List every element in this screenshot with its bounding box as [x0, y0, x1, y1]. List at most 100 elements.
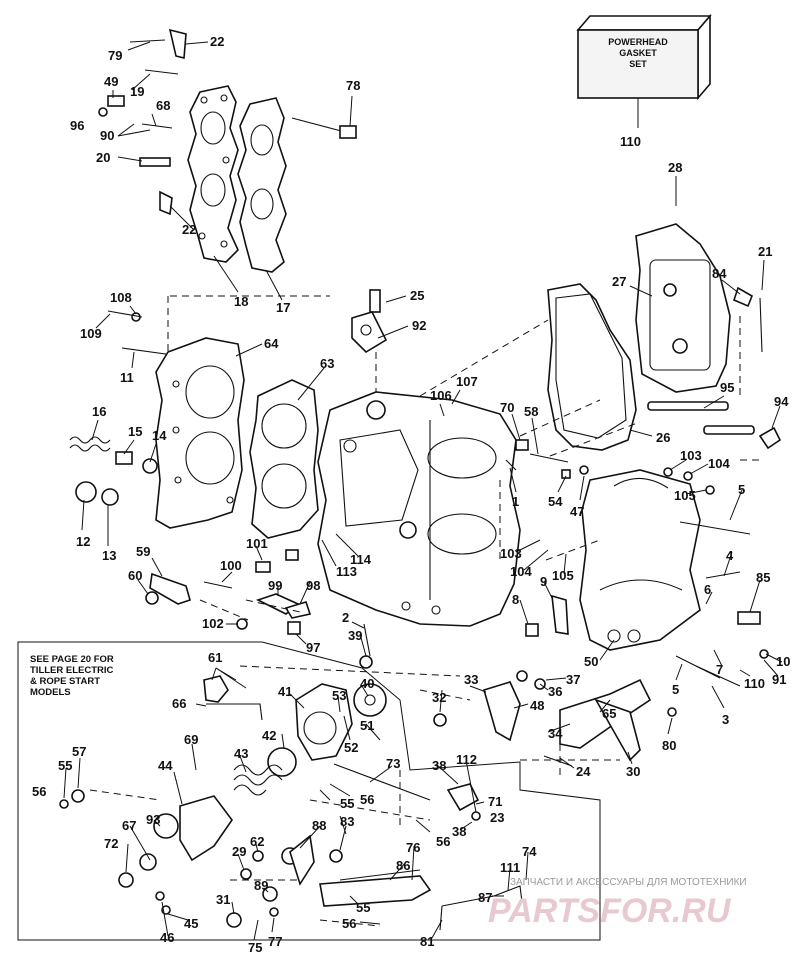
callout-65: 65 — [602, 706, 616, 721]
callout-32: 32 — [432, 690, 446, 705]
callout-39: 39 — [348, 628, 362, 643]
callout-6: 6 — [704, 582, 711, 597]
callout-57: 57 — [72, 744, 86, 759]
callout-18: 18 — [234, 294, 248, 309]
callout-11: 11 — [120, 370, 134, 385]
callout-93: 93 — [146, 812, 160, 827]
callout-55: 55 — [340, 796, 354, 811]
callout-91: 91 — [772, 672, 786, 687]
head-gasket — [249, 379, 319, 539]
callout-94: 94 — [774, 394, 789, 409]
callout-22: 22 — [182, 222, 196, 237]
callout-52: 52 — [344, 740, 358, 755]
callout-12: 12 — [76, 534, 90, 549]
callout-19: 19 — [130, 84, 144, 99]
callout-13: 13 — [102, 548, 116, 563]
callout-62: 62 — [250, 834, 264, 849]
callout-77: 77 — [268, 934, 282, 949]
callout-50: 50 — [584, 654, 598, 669]
callout-86: 86 — [396, 858, 410, 873]
callout-22: 22 — [210, 34, 224, 49]
callout-56: 56 — [32, 784, 46, 799]
callout-110: 110 — [744, 676, 765, 691]
callout-90: 90 — [100, 128, 114, 143]
callout-26: 26 — [656, 430, 670, 445]
watermark-caption: ЗАПЧАСТИ И АКСЕССУАРЫ ДЛЯ МОТОТЕХНИКИ — [510, 877, 747, 888]
callout-75: 75 — [248, 940, 262, 955]
watermark-brand: PARTSFOR.RU — [488, 892, 732, 930]
callout-97: 97 — [306, 640, 320, 655]
callout-59: 59 — [136, 544, 150, 559]
callout-80: 80 — [662, 738, 676, 753]
callout-43: 43 — [234, 746, 248, 761]
dashed-leaders — [89, 295, 760, 927]
callout-30: 30 — [626, 764, 640, 779]
callout-95: 95 — [720, 380, 734, 395]
callout-83: 83 — [340, 814, 354, 829]
callout-31: 31 — [216, 892, 230, 907]
callout-16: 16 — [92, 404, 106, 419]
callout-kit: 110 — [620, 134, 641, 149]
callout-9: 9 — [540, 574, 547, 589]
callout-40: 40 — [360, 676, 374, 691]
callout-25: 25 — [410, 288, 424, 303]
callout-17: 17 — [276, 300, 290, 315]
note-line-3: & ROPE START — [30, 676, 100, 687]
callout-34: 34 — [548, 726, 563, 741]
callout-41: 41 — [278, 684, 292, 699]
callout-107: 107 — [456, 374, 478, 389]
callout-113: 113 — [336, 564, 357, 579]
timer-base-assembly — [59, 675, 387, 888]
callout-88: 88 — [312, 818, 326, 833]
callout-73: 73 — [386, 756, 400, 771]
callout-64: 64 — [264, 336, 279, 351]
callout-100: 100 — [220, 558, 242, 573]
callout-1: 1 — [512, 494, 519, 509]
callout-56: 56 — [342, 916, 356, 931]
crankcase-cover-gasket — [547, 283, 637, 451]
callout-112: 112 — [456, 752, 477, 767]
callout-56: 56 — [360, 792, 374, 807]
callout-51: 51 — [360, 718, 374, 733]
callout-66: 66 — [172, 696, 186, 711]
callout-74: 74 — [522, 844, 537, 859]
callout-45: 45 — [184, 916, 198, 931]
kit-line-1: POWERHEAD — [608, 37, 668, 47]
crankcase-lower — [579, 469, 751, 651]
callout-55: 55 — [356, 900, 370, 915]
callout-89: 89 — [254, 878, 268, 893]
callout-109: 109 — [80, 326, 102, 341]
note-line-4: MODELS — [30, 687, 71, 698]
callout-7: 7 — [716, 662, 723, 677]
callout-37: 37 — [566, 672, 580, 687]
callout-10: 10 — [776, 654, 790, 669]
watermark: ЗАПЧАСТИ И АКСЕССУАРЫ ДЛЯ МОТОТЕХНИКИ PA… — [488, 877, 747, 930]
callout-27: 27 — [612, 274, 626, 289]
callout-103: 103 — [680, 448, 702, 463]
callout-106: 106 — [430, 388, 452, 403]
callout-47: 47 — [570, 504, 584, 519]
kit-line-3: SET — [629, 59, 647, 69]
note-line-1: SEE PAGE 20 FOR — [30, 654, 114, 665]
callout-61: 61 — [208, 650, 222, 665]
callout-38: 38 — [452, 824, 466, 839]
callout-29: 29 — [232, 844, 246, 859]
callout-49: 49 — [104, 74, 118, 89]
callout-101: 101 — [246, 536, 268, 551]
callout-84: 84 — [712, 266, 727, 281]
callout-38: 38 — [432, 758, 446, 773]
right-bolts — [525, 571, 769, 687]
callout-76: 76 — [406, 840, 420, 855]
callout-85: 85 — [756, 570, 770, 585]
callout-72: 72 — [104, 836, 118, 851]
callout-81: 81 — [420, 934, 434, 949]
callout-68: 68 — [156, 98, 170, 113]
callout-56: 56 — [436, 834, 450, 849]
callout-53: 53 — [332, 688, 346, 703]
callout-8: 8 — [512, 592, 519, 607]
callout-63: 63 — [320, 356, 334, 371]
callout-67: 67 — [122, 818, 136, 833]
callout-46: 46 — [160, 930, 174, 945]
callout-99: 99 — [268, 578, 282, 593]
callout-2: 2 — [342, 610, 349, 625]
